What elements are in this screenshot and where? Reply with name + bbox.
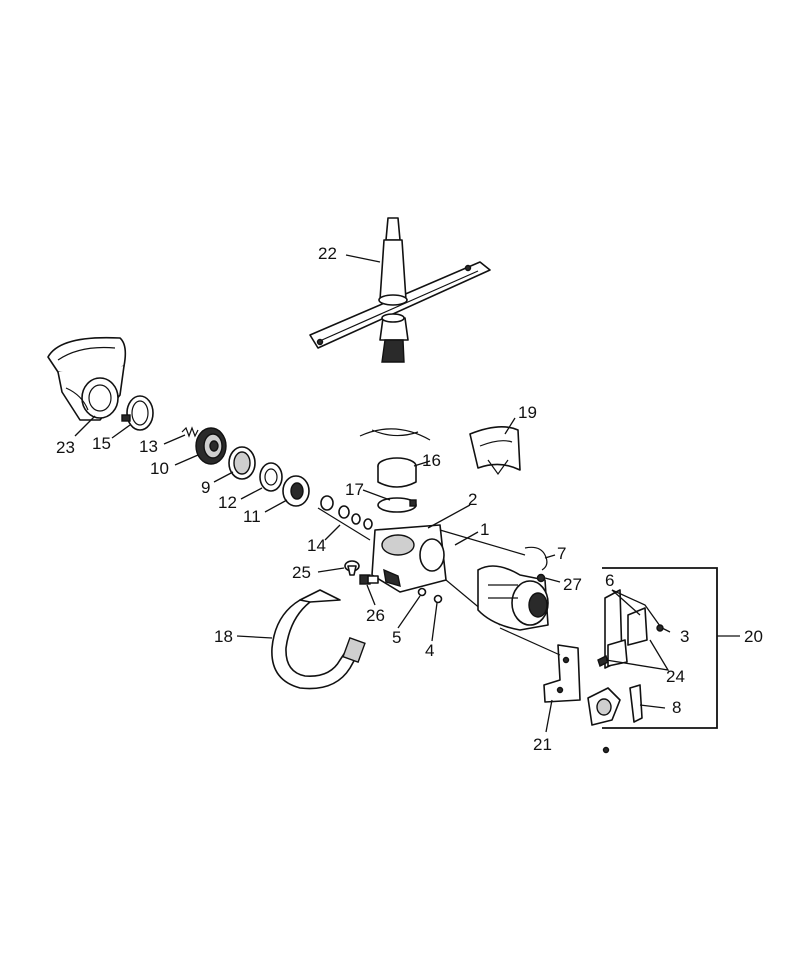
callout-12: 12 [218, 493, 237, 512]
callout-6: 6 [605, 571, 614, 590]
callout-16: 16 [422, 451, 441, 470]
callout-18: 18 [214, 627, 233, 646]
callout-17: 17 [345, 480, 364, 499]
bracket-21 [499, 627, 581, 703]
switch-kit-20 [587, 589, 664, 754]
seal-12 [259, 462, 283, 492]
ring-9 [228, 446, 256, 480]
callout-5: 5 [392, 628, 401, 647]
fitting-26 [359, 574, 379, 585]
callout-10: 10 [150, 459, 169, 478]
pump-housing-2 [371, 524, 447, 593]
callout-9: 9 [201, 478, 210, 497]
callout-19: 19 [518, 403, 537, 422]
nut-5 [417, 587, 427, 597]
callout-14: 14 [307, 536, 326, 555]
screw-25 [344, 560, 360, 576]
impeller-10 [195, 427, 227, 465]
motor-1 [439, 529, 549, 631]
guard-19 [469, 426, 521, 476]
gasket-16 [359, 428, 431, 488]
callout-7: 7 [557, 544, 566, 563]
hardware-kit-14 [317, 495, 373, 541]
callout-21: 21 [533, 735, 552, 754]
kit-20-bracket [602, 567, 718, 729]
callout-24: 24 [666, 667, 685, 686]
impeller-11 [282, 475, 310, 507]
callout-3: 3 [680, 627, 689, 646]
leader-lines [74, 254, 671, 733]
callout-22: 22 [318, 244, 337, 263]
callout-23: 23 [56, 438, 75, 457]
callout-13: 13 [139, 437, 158, 456]
clamp-17 [377, 497, 417, 513]
spring-13 [181, 426, 199, 438]
callout-1: 1 [480, 520, 489, 539]
callout-25: 25 [292, 563, 311, 582]
nut-4 [433, 594, 443, 604]
callout-15: 15 [92, 434, 111, 453]
spray-arm-22 [309, 217, 491, 363]
callout-26: 26 [366, 606, 385, 625]
callout-4: 4 [425, 641, 434, 660]
callout-27: 27 [563, 575, 582, 594]
callout-labels: 22 23 15 13 10 9 12 11 14 16 17 19 2 1 2… [56, 244, 763, 754]
callout-2: 2 [468, 490, 477, 509]
nut-27 [536, 573, 546, 583]
sump-housing-23 [47, 336, 127, 421]
callout-20: 20 [744, 627, 763, 646]
clamp-15 [121, 395, 154, 431]
wire-7 [524, 546, 548, 571]
hose-18 [271, 589, 366, 690]
callout-8: 8 [672, 698, 681, 717]
callout-11: 11 [243, 507, 261, 526]
